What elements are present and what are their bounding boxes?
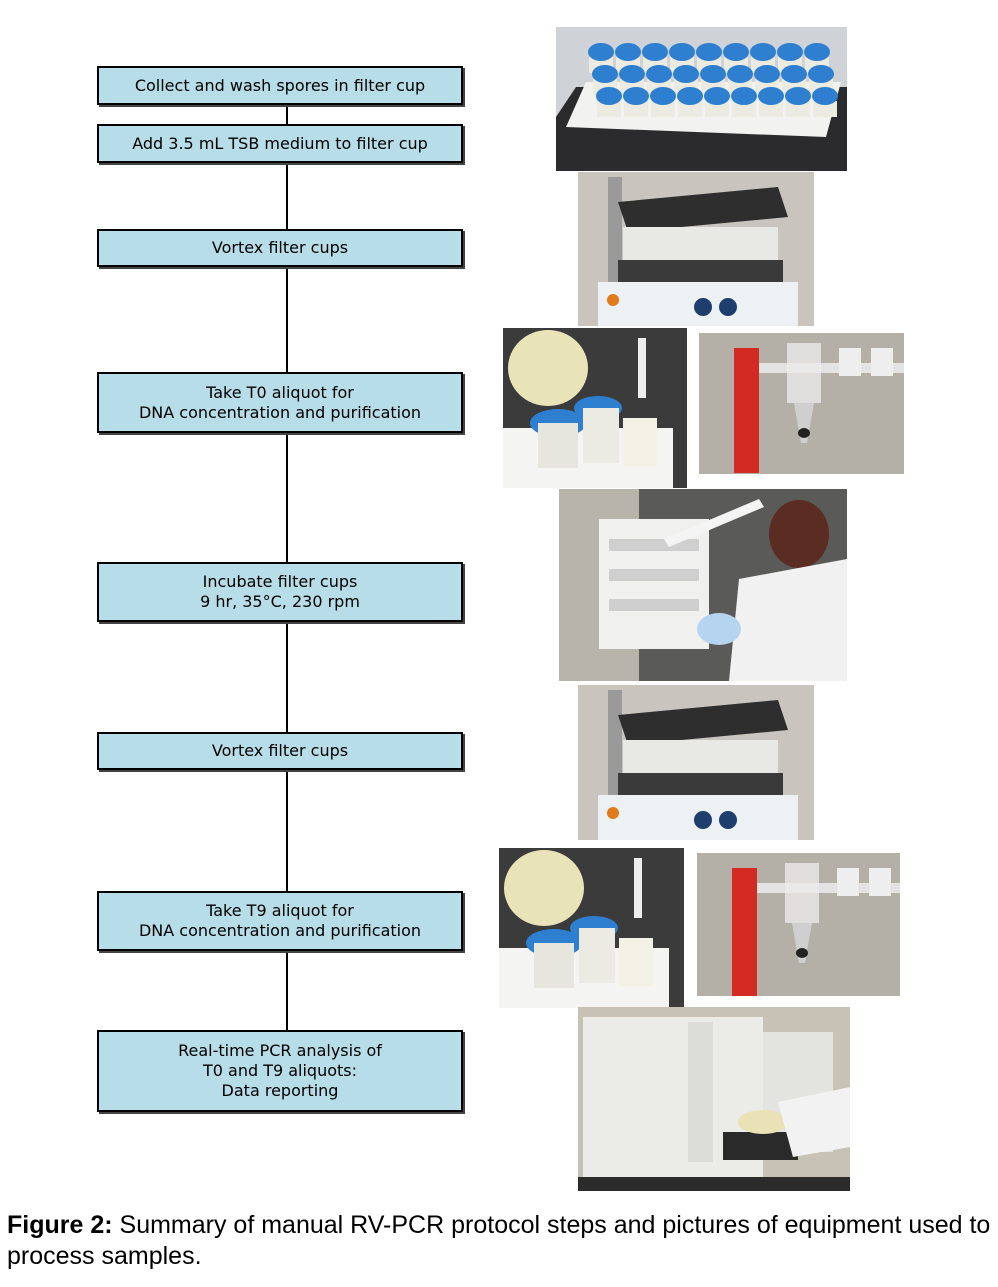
cap-mark (727, 65, 753, 83)
cup-mark (759, 101, 783, 117)
step-label-line: Vortex filter cups (211, 238, 349, 257)
cap-mark (758, 87, 784, 105)
cup-mark (678, 101, 702, 117)
cap-mark (804, 43, 830, 61)
step-label-line: Incubate filter cups (202, 572, 358, 591)
step-box-1: Collect and wash spores in filter cup (97, 66, 463, 105)
cap-mark (642, 43, 668, 61)
cup-mark (651, 101, 675, 117)
cap-mark (646, 65, 672, 83)
cup-mark (732, 101, 756, 117)
step-label-line: Add 3.5 mL TSB medium to filter cup (132, 133, 428, 153)
cup-mark (786, 101, 810, 117)
cup-mark (813, 101, 837, 117)
cap-mark (623, 87, 649, 105)
cap-mark (781, 65, 807, 83)
photo-filter-cup-handling (503, 328, 687, 488)
cap-mark (750, 43, 776, 61)
cup-mark (597, 101, 621, 117)
photo-filter-cup-handling (499, 848, 684, 1008)
step-label-line: DNA concentration and purification (138, 402, 422, 422)
step-label-line: Real-time PCR analysis of (178, 1041, 382, 1060)
cap-mark (812, 87, 838, 105)
step-box-2: Add 3.5 mL TSB medium to filter cup (97, 124, 463, 163)
step-label-line: Take T0 aliquot for (206, 382, 354, 402)
cap-mark (808, 65, 834, 83)
cap-mark (615, 43, 641, 61)
cap-mark (588, 43, 614, 61)
photo-vortex-mixer (578, 172, 814, 326)
cup-mark (624, 101, 648, 117)
caption-text: Summary of manual RV-PCR protocol steps … (7, 1211, 991, 1270)
step-label-line: Take T9 aliquot for (206, 901, 354, 920)
step-label-line: DNA concentration and purification (138, 921, 422, 940)
cap-mark (785, 87, 811, 105)
cap-mark (669, 43, 695, 61)
caption-label: Figure 2: (7, 1211, 113, 1239)
photo-concentration-tube-rack (699, 333, 904, 474)
cap-mark (731, 87, 757, 105)
step-label-line: T0 and T9 aliquots: (202, 1061, 358, 1080)
cap-mark (777, 43, 803, 61)
cap-mark (673, 65, 699, 83)
photo-pcr-instrument (578, 1007, 850, 1191)
photo-concentration-tube-rack (697, 853, 900, 996)
step-label-line: Vortex filter cups (211, 741, 349, 760)
cap-mark (619, 65, 645, 83)
step-label-line: Data reporting (221, 1081, 339, 1100)
step-box-3: Vortex filter cups (97, 229, 463, 267)
cap-mark (723, 43, 749, 61)
cap-mark (650, 87, 676, 105)
step-label-line: Collect and wash spores in filter cup (134, 75, 426, 95)
cap-mark (592, 65, 618, 83)
cap-mark (700, 65, 726, 83)
step-box-6: Vortex filter cups (97, 732, 463, 770)
photo-vortex-mixer (578, 685, 814, 840)
cap-mark (704, 87, 730, 105)
cup-mark (705, 101, 729, 117)
step-label-line: 9 hr, 35°C, 230 rpm (200, 592, 360, 611)
cap-mark (754, 65, 780, 83)
figure-caption: Figure 2: Summary of manual RV-PCR proto… (7, 1210, 995, 1272)
photo-incubator-shaker-operator (559, 489, 847, 681)
cap-mark (696, 43, 722, 61)
cap-mark (596, 87, 622, 105)
cap-mark (677, 87, 703, 105)
photo-filter-cup-rack (556, 27, 847, 171)
